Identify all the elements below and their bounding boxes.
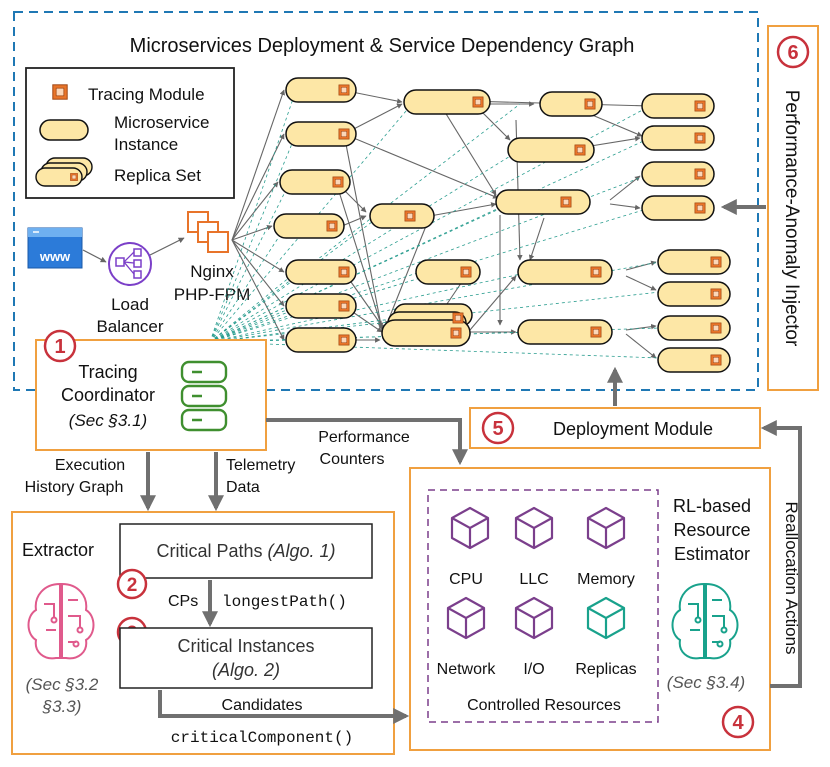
estimator-number-badge xyxy=(721,705,755,739)
candidates-label: Candidates xyxy=(222,697,303,714)
legend-instance-line2: Instance xyxy=(114,135,178,154)
load-balancer-line1: Load xyxy=(111,295,149,314)
extractor-ref-line1: (Sec §3.2 xyxy=(26,675,99,694)
estimator-line2: Resource xyxy=(673,520,750,540)
resource-io: I/O xyxy=(523,661,544,678)
telemetry-label-line2: Data xyxy=(226,479,260,496)
nginx-line1: Nginx xyxy=(190,262,234,281)
resource-cpu: CPU xyxy=(449,571,483,588)
brain-circuit-icon xyxy=(671,582,739,660)
performance-counters-arrow xyxy=(266,418,468,466)
replica-set-node xyxy=(381,303,473,347)
resource-llc: LLC xyxy=(519,571,548,588)
estimator-number: 4 xyxy=(732,712,744,734)
candidates-arrow xyxy=(158,690,410,724)
extractor-label: Extractor xyxy=(22,540,94,560)
step2-number: 2 xyxy=(127,575,138,596)
critical-instances-ref: (Algo. 2) xyxy=(212,660,280,680)
dependency-edges xyxy=(231,89,657,359)
legend: Tracing Module Microservice Instance Rep… xyxy=(25,67,235,199)
coordinator-number-badge xyxy=(43,329,77,363)
reallocation-label: Reallocation Actions xyxy=(782,501,801,654)
legend-replica-set: Replica Set xyxy=(114,166,201,185)
estimator-line3: Estimator xyxy=(674,544,750,564)
load-balancer-icon xyxy=(108,242,152,286)
legend-tracing-module: Tracing Module xyxy=(88,85,205,104)
browser-window-icon: www xyxy=(27,227,83,269)
coordinator-line1: Tracing xyxy=(78,362,137,382)
critical-instances-box xyxy=(119,627,373,689)
critical-component-label: criticalComponent() xyxy=(171,729,353,747)
legend-instance-line1: Microservice xyxy=(114,113,209,132)
controlled-resources-label: Controlled Resources xyxy=(467,697,621,714)
www-label: www xyxy=(39,249,71,264)
performance-label-line1: Performance xyxy=(318,429,410,446)
estimator-ref: (Sec §3.4) xyxy=(667,673,745,692)
deployment-number-badge xyxy=(481,411,515,445)
deployment-module-box xyxy=(469,407,761,449)
injector-label: Performance-Anomaly Injector xyxy=(781,90,802,347)
execution-label-line2: History Graph xyxy=(25,479,124,496)
controlled-resources-box xyxy=(427,489,659,723)
injector-number: 6 xyxy=(787,42,798,64)
resource-network: Network xyxy=(437,661,497,678)
chip-icon xyxy=(52,84,68,100)
deployment-number: 5 xyxy=(492,418,503,440)
microservice-instances xyxy=(273,77,731,373)
resource-memory: Memory xyxy=(577,571,635,588)
telemetry-label-line1: Telemetry xyxy=(226,457,295,474)
deployment-label: Deployment Module xyxy=(553,419,713,439)
coordinator-line2: Coordinator xyxy=(61,385,155,405)
graph-title: Microservices Deployment & Service Depen… xyxy=(130,35,635,57)
injector-number-badge xyxy=(776,35,810,69)
brain-circuit-icon xyxy=(27,582,95,660)
tracing-coordinator-box xyxy=(35,339,267,451)
longest-path-label: longestPath() xyxy=(222,593,347,611)
legend-instance-shape xyxy=(39,119,89,141)
coordinator-ref: (Sec §3.1) xyxy=(69,411,147,430)
nginx-line2: PHP-FPM xyxy=(174,285,251,304)
resource-replicas: Replicas xyxy=(575,661,636,678)
deployment-region xyxy=(13,11,759,391)
anomaly-injector-box xyxy=(767,25,819,391)
critical-paths-title: Critical Paths (Algo. 1) xyxy=(156,541,335,561)
load-balancer-line2: Balancer xyxy=(96,317,163,336)
database-icon xyxy=(180,360,228,432)
legend-replica-shape xyxy=(35,157,93,187)
estimator-line1: RL-based xyxy=(673,496,751,516)
extractor-ref-line2: §3.3) xyxy=(42,697,82,716)
step2-badge xyxy=(116,568,148,600)
critical-instances-title: Critical Instances xyxy=(177,636,314,656)
cps-label: CPs xyxy=(168,593,198,610)
performance-label-line2: Counters xyxy=(320,451,385,468)
reallocation-arrow xyxy=(760,420,802,688)
execution-label-line1: Execution xyxy=(55,457,125,474)
critical-paths-box xyxy=(119,523,373,579)
nginx-stack-icon xyxy=(187,211,229,253)
coordinator-number: 1 xyxy=(54,336,65,358)
